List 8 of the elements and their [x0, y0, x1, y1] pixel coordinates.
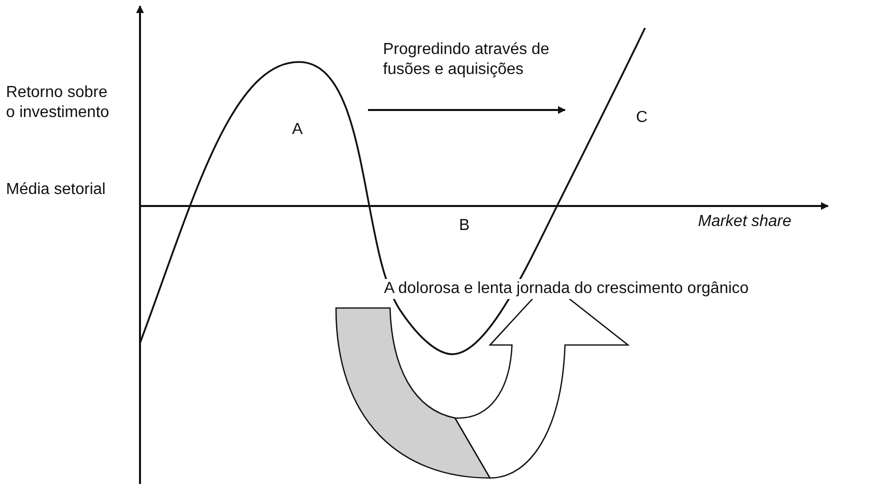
axis-label: Média setorial — [6, 180, 106, 200]
region-label: C — [636, 108, 648, 128]
annotation-text: A dolorosa e lenta jornada do crescimento orgânico — [384, 279, 749, 299]
axis-label: Retorno sobre o investimento — [6, 83, 110, 123]
axis-label: Market share — [698, 212, 792, 232]
region-label: A — [292, 120, 303, 140]
region-label: B — [459, 216, 470, 236]
annotation-text: Progredindo através de fusões e aquisições — [383, 40, 550, 80]
